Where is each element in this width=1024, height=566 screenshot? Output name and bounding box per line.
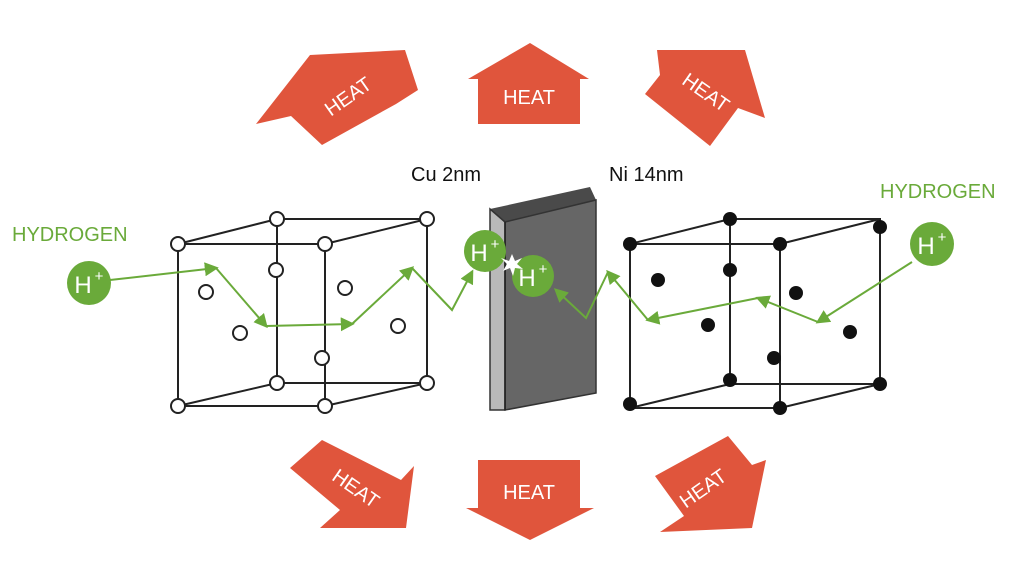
cu-layer-label: Cu 2nm (411, 164, 481, 186)
hydrogen-path-left (109, 262, 474, 332)
cu-lattice-cube (177, 218, 428, 407)
ion-symbol: H (917, 233, 934, 260)
ion-charge: + (539, 261, 548, 278)
cu-ni-layer-slab (489, 187, 597, 411)
hydrogen-ion-left: H + (67, 261, 111, 305)
ion-symbol: H (74, 272, 91, 299)
ni-layer-label: Ni 14nm (609, 164, 683, 186)
hydrogen-label-right: HYDROGEN (880, 181, 996, 203)
collision-spark-icon (501, 254, 523, 276)
hydrogen-ion-ni-surface: H + (512, 255, 554, 297)
hydrogen-path-right (553, 261, 913, 325)
heat-label: HEAT (503, 87, 555, 109)
cu-atoms (170, 211, 435, 414)
ion-charge: + (95, 268, 104, 285)
heat-arrow-top-right: HEAT (645, 50, 765, 146)
heat-arrow-top-left: HEAT (256, 50, 418, 145)
ni-layer (504, 199, 597, 411)
ion-charge: + (938, 229, 947, 246)
hydrogen-ion-cu-surface: H + (464, 230, 506, 272)
heat-label: HEAT (503, 482, 555, 504)
ion-symbol: H (518, 265, 535, 292)
heat-arrow-bottom-left: HEAT (290, 440, 414, 528)
heat-arrow-bottom-center: HEAT (466, 460, 594, 540)
ni-lattice-cube (629, 218, 881, 409)
ni-atoms (623, 212, 887, 415)
heat-arrow-top-center: HEAT (468, 43, 589, 124)
hydrogen-ion-right: H + (910, 222, 954, 266)
ion-symbol: H (470, 240, 487, 267)
ion-charge: + (491, 236, 500, 253)
heat-arrow-bottom-right: HEAT (655, 436, 766, 532)
hydrogen-label-left: HYDROGEN (12, 224, 128, 246)
